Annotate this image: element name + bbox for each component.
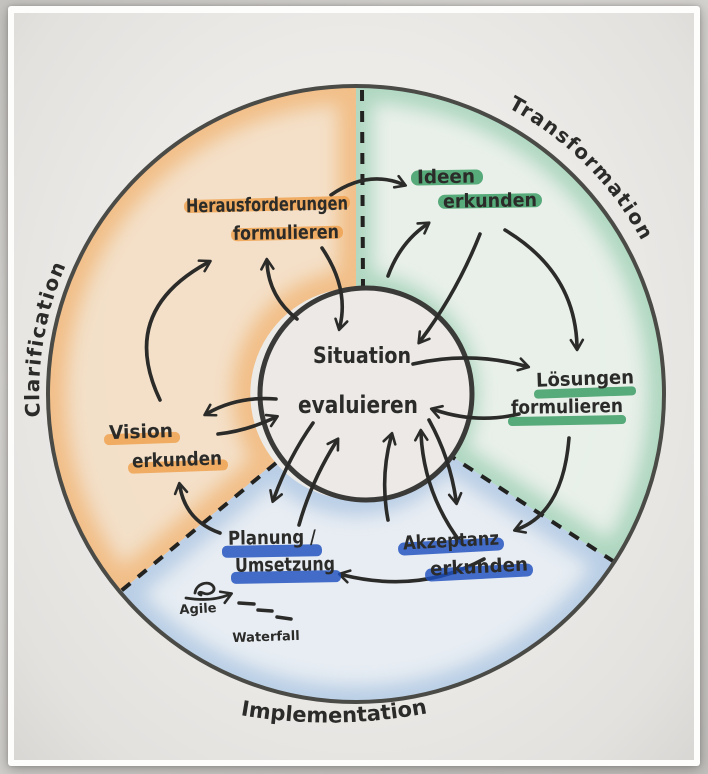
highlight-akzeptanz-2 [425,563,533,582]
arrow-planung-to-center [297,437,340,527]
arrow-center-to-loesungen [411,356,531,372]
stage-labels: Herausforderungen formulieren Ideen erku… [109,165,635,580]
stage-highlights [104,169,637,584]
agile-waterfall-annotation: Agile Waterfall [179,581,300,646]
stage-planung-line2: Umsetzung [235,553,335,577]
arrow-akzeptanz-to-center [414,428,463,545]
highlight-loesungen-2 [508,415,627,426]
arrow-herausforderungen-to-ideen [329,174,408,197]
arrow-center-to-planung [269,421,315,504]
arrow-loesungen-to-center [429,404,521,420]
agile-loop-icon [193,581,216,597]
stage-akzeptanz-line1: Akzeptanz [402,528,499,555]
highlight-planung-2 [230,570,342,584]
highlight-akzeptanz-1 [398,537,504,556]
arrow-center-to-vision [203,396,278,417]
arrow-center-to-ideen [386,221,431,278]
highlight-planung-1 [221,544,323,558]
arrow-planung-to-vision [173,481,222,535]
highlight-ideen-2 [438,193,542,209]
center-arrows [203,221,531,545]
waterfall-steps-icon [237,601,293,621]
center-line2: evaluieren [298,391,418,419]
arrow-ideen-to-loesungen [503,228,585,352]
stage-loesungen-line2: formulieren [511,395,623,419]
stage-vision-line1: Vision [109,420,174,444]
cycle-arrows [144,174,585,584]
arrow-vision-to-center [216,413,279,436]
stage-ideen-line1: Ideen [417,165,475,188]
arrow-akzeptanz-to-planung [337,557,486,584]
arrow-ideen-to-center [417,232,482,345]
highlight-ideen-1 [411,169,484,186]
arrow-vision-to-herausforderungen [144,259,212,402]
highlight-herausforderungen-2 [231,225,344,242]
highlight-vision-1 [104,431,181,446]
center-line1: Situation [313,344,411,369]
arrow-loesungen-to-akzeptanz [512,436,571,534]
stage-akzeptanz-line2: erkunden [429,553,528,580]
highlight-herausforderungen-1 [184,195,350,214]
stage-herausforderungen-line2: formulieren [233,221,339,245]
arrow-bottom-to-center [382,431,397,522]
stage-loesungen-line1: Lösungen [536,366,635,391]
highlight-vision-2 [128,459,229,474]
arrow-herausforderungen-to-center [320,246,349,332]
stage-vision-line2: erkunden [132,447,223,472]
arrow-center-to-akzeptanz [427,418,463,506]
waterfall-label: Waterfall [232,629,300,646]
agile-label: Agile [179,601,217,618]
stage-herausforderungen-line1: Herausforderungen [186,193,348,218]
stage-ideen-line2: erkunden [443,189,537,213]
stage-planung-line1: Planung / [228,526,316,550]
agile-arrow-icon [184,590,233,605]
arrow-center-to-herausforderungen [260,257,299,321]
outer-circle [46,84,666,704]
highlight-loesungen-1 [534,386,637,399]
